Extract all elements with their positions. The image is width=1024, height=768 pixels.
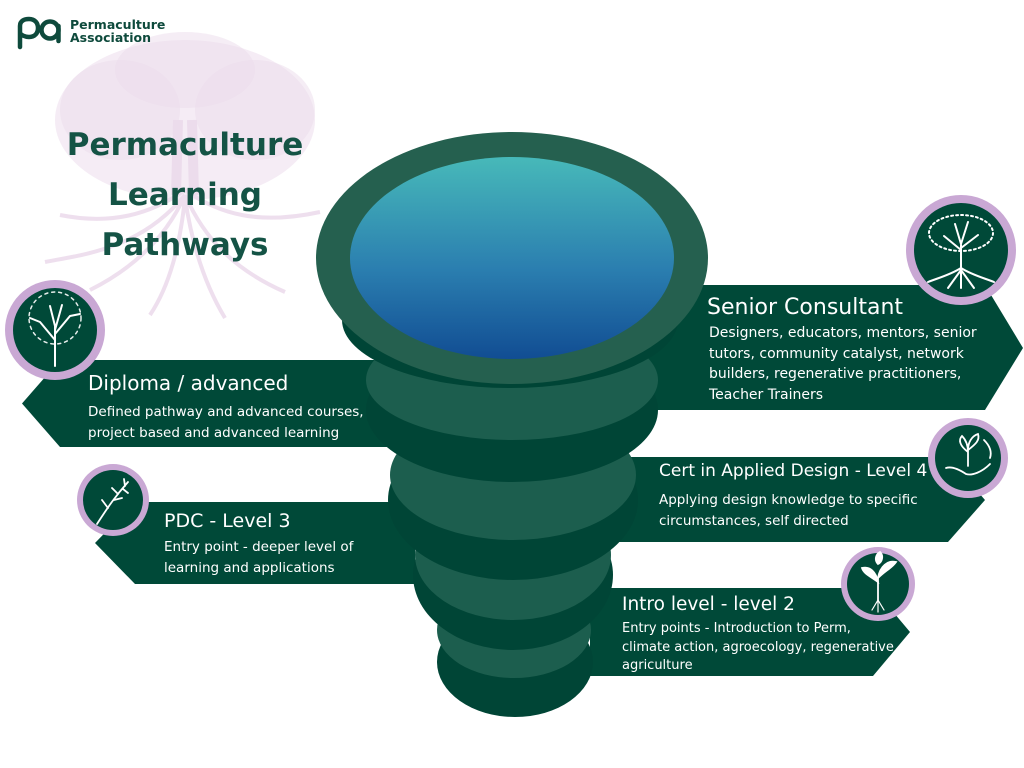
senior-level-title: Senior Consultant [707,295,904,320]
senior-desc-line: tutors, community catalyst, network [709,345,964,362]
intro-level-description: Entry points - Introduction to Perm, cli… [622,620,894,676]
arrow-banner-pdc [95,502,415,584]
cert-desc-line: Applying design knowledge to specific [659,492,918,508]
diploma-level-title: Diploma / advanced [88,371,289,395]
title-line-3: Pathways [101,227,269,263]
senior-level-description: Designers, educators, mentors, senior tu… [709,323,977,405]
cert-desc-line: circumstances, self directed [659,512,849,529]
pdc-desc-line: learning and applications [164,559,335,576]
senior-desc-line: builders, regenerative practitioners, [709,366,962,382]
pa-monogram-icon [17,16,61,50]
senior-desc-line: Teacher Trainers [709,386,824,403]
learning-funnel [316,132,708,717]
title-line-1: Permaculture [66,127,304,163]
intro-desc-line: climate action, agroecology, regenerativ… [622,639,894,655]
intro-desc-line: agriculture [622,658,693,673]
tree-icon [5,280,105,380]
arrow-banner-intro [590,588,910,676]
diploma-desc-line: Defined pathway and advanced courses, [88,404,364,420]
tree-of-life-icon [906,195,1016,305]
seedling-icon [841,547,915,621]
arrow-banner-cert [615,457,985,542]
diploma-level-description: Defined pathway and advanced courses, pr… [88,402,364,443]
pdc-level-description: Entry point - deeper level of learning a… [164,537,353,578]
background-tree-illustration [44,32,321,320]
intro-desc-line: Entry points - Introduction to Perm, [622,621,851,636]
pdc-desc-line: Entry point - deeper level of [164,539,354,555]
arrow-banner-diploma [22,360,395,447]
logo-line-1: Permaculture [70,17,166,32]
cert-level-title: Cert in Applied Design - Level 4 [659,461,928,481]
logo-wordmark: Permaculture Association [70,18,165,44]
diploma-desc-line: project based and advanced learning [88,424,340,441]
page-title: Permaculture Learning Pathways [40,120,330,270]
intro-level-title: Intro level - level 2 [622,594,795,615]
cert-level-description: Applying design knowledge to specific ci… [659,490,918,531]
senior-desc-line: Designers, educators, mentors, senior [709,325,977,341]
arrow-banner-senior [640,285,1023,410]
funnel-water [350,157,674,359]
hand-with-plant-icon [928,418,1008,498]
pdc-level-title: PDC - Level 3 [164,510,291,532]
logo-line-2: Association [70,30,152,45]
title-line-2: Learning [108,177,262,213]
sprig-icon [77,464,149,536]
